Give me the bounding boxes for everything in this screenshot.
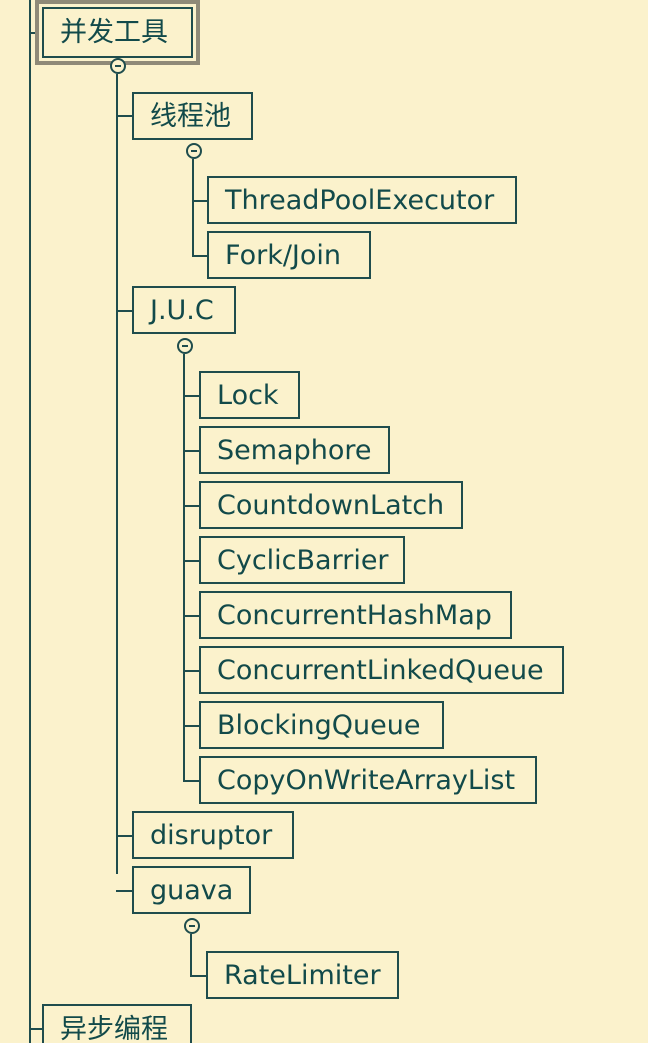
connector-lock <box>183 395 200 397</box>
outer-branch-line <box>29 0 31 1043</box>
node-guava-label: guava <box>150 874 234 906</box>
node-async-programming-label: 异步编程 <box>60 1014 168 1043</box>
node-concurrenthashmap[interactable]: ConcurrentHashMap <box>199 591 512 639</box>
connector-cyclicbarrier <box>183 560 200 562</box>
node-ratelimiter[interactable]: RateLimiter <box>206 951 399 999</box>
connector-copyonwritearraylist <box>183 780 200 782</box>
node-lock-label: Lock <box>217 379 279 411</box>
node-blockingqueue[interactable]: BlockingQueue <box>199 701 444 749</box>
connector-disruptor <box>116 835 134 837</box>
collapse-toggle-guava[interactable] <box>184 918 200 934</box>
node-concurrentlinkedqueue[interactable]: ConcurrentLinkedQueue <box>199 646 564 694</box>
connector-blockingqueue <box>183 725 200 727</box>
node-semaphore[interactable]: Semaphore <box>199 426 390 474</box>
node-countdownlatch-label: CountdownLatch <box>217 489 445 521</box>
node-forkjoin-label: Fork/Join <box>225 239 342 271</box>
node-forkjoin[interactable]: Fork/Join <box>207 231 371 279</box>
connector-countdownlatch <box>183 505 200 507</box>
node-concurrentlinkedqueue-label: ConcurrentLinkedQueue <box>217 654 544 686</box>
node-async-programming[interactable]: 异步编程 <box>42 1004 192 1043</box>
root-node[interactable]: 并发工具 <box>42 7 193 58</box>
node-threadpoolexecutor[interactable]: ThreadPoolExecutor <box>207 176 517 224</box>
connector-guava <box>116 890 134 892</box>
node-thread-pool-label: 线程池 <box>150 100 231 132</box>
connector-concurrentlinkedqueue <box>183 670 200 672</box>
guava-branch-line <box>190 934 192 976</box>
connector-forkjoin <box>192 255 209 257</box>
node-disruptor-label: disruptor <box>150 819 273 851</box>
thread-pool-branch-line <box>192 159 194 256</box>
connector-ratelimiter <box>190 975 207 977</box>
outer-connector-root <box>29 32 42 34</box>
outer-connector-async <box>29 1028 42 1030</box>
node-juc[interactable]: J.U.C <box>132 286 236 334</box>
collapse-toggle-root[interactable] <box>110 58 126 74</box>
node-semaphore-label: Semaphore <box>217 434 372 466</box>
node-thread-pool[interactable]: 线程池 <box>132 92 253 140</box>
connector-concurrenthashmap <box>183 615 200 617</box>
collapse-toggle-thread-pool[interactable] <box>186 143 202 159</box>
root-branch-line <box>116 74 118 874</box>
collapse-toggle-juc[interactable] <box>177 338 193 354</box>
node-countdownlatch[interactable]: CountdownLatch <box>199 481 463 529</box>
node-juc-label: J.U.C <box>150 294 214 326</box>
node-lock[interactable]: Lock <box>199 371 300 419</box>
connector-juc <box>116 310 134 312</box>
node-ratelimiter-label: RateLimiter <box>224 959 381 991</box>
node-copyonwritearraylist-label: CopyOnWriteArrayList <box>217 764 516 796</box>
node-blockingqueue-label: BlockingQueue <box>217 709 421 741</box>
node-concurrenthashmap-label: ConcurrentHashMap <box>217 599 492 631</box>
root-node-label: 并发工具 <box>60 17 168 48</box>
connector-thread-pool <box>116 115 134 117</box>
node-guava[interactable]: guava <box>132 866 251 914</box>
node-cyclicbarrier-label: CyclicBarrier <box>217 544 389 576</box>
connector-semaphore <box>183 450 200 452</box>
node-cyclicbarrier[interactable]: CyclicBarrier <box>199 536 405 584</box>
node-disruptor[interactable]: disruptor <box>132 811 294 859</box>
node-copyonwritearraylist[interactable]: CopyOnWriteArrayList <box>199 756 537 804</box>
node-threadpoolexecutor-label: ThreadPoolExecutor <box>225 184 495 216</box>
juc-branch-line <box>183 354 185 781</box>
connector-threadpoolexecutor <box>192 200 209 202</box>
